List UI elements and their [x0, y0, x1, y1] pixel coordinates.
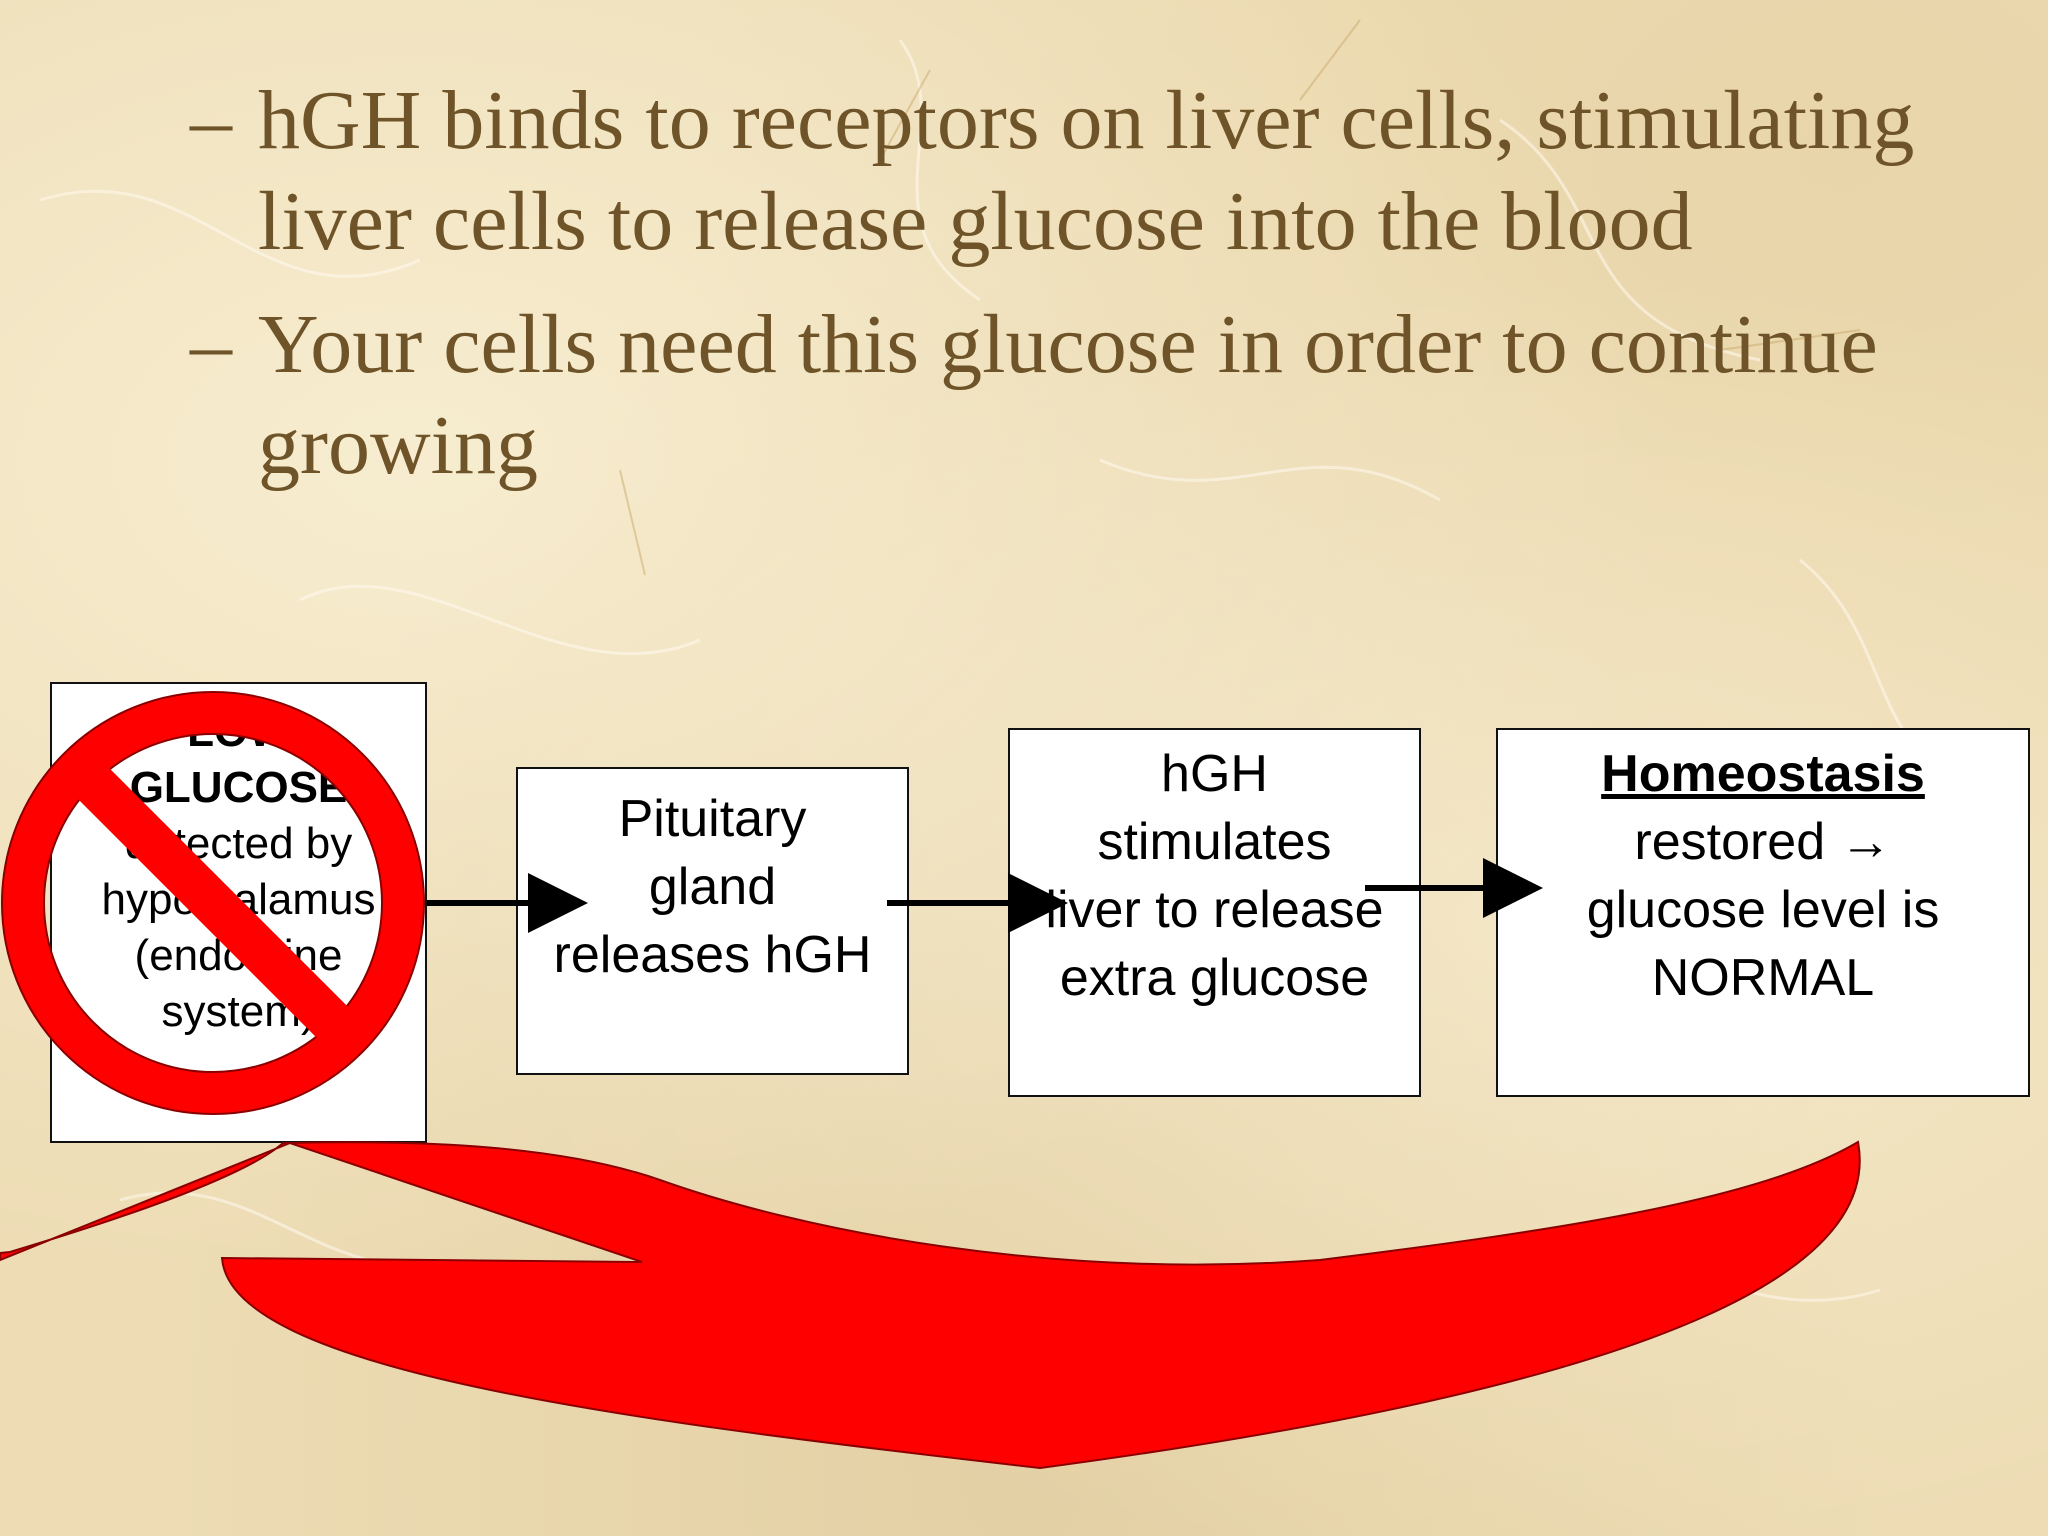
box4-line3: NORMAL: [1651, 949, 1875, 1007]
box3-line3: liver to release: [1045, 881, 1384, 939]
bullet-list: – hGH binds to receptors on liver cells,…: [190, 70, 1990, 518]
box3-line2: stimulates: [1097, 813, 1332, 871]
box2-line1: Pituitary: [618, 790, 807, 848]
bullet-text: Your cells need this glucose in order to…: [258, 298, 1878, 492]
bullet-item: – hGH binds to receptors on liver cells,…: [190, 70, 1990, 272]
box3-line4: extra glucose: [1059, 949, 1370, 1007]
box2-line2: gland: [648, 858, 777, 916]
bullet-dash: –: [190, 298, 232, 391]
flow-arrows: [427, 858, 1543, 933]
box4-line1: restored →: [1634, 813, 1892, 871]
box3-line1: hGH: [1161, 745, 1268, 803]
box4-line2: glucose level is: [1586, 881, 1940, 939]
bullet-text: hGH binds to receptors on liver cells, s…: [258, 74, 1915, 268]
box4-heading: Homeostasis: [1601, 745, 1925, 803]
bullet-dash: –: [190, 74, 232, 167]
box2-line3: releases hGH: [553, 926, 872, 984]
homeostasis-box: Homeostasis restored → glucose level is …: [1496, 728, 2030, 1097]
pituitary-box: Pituitary gland releases hGH: [516, 767, 909, 1075]
bullet-item: – Your cells need this glucose in order …: [190, 294, 1990, 496]
hgh-liver-box: hGH stimulates liver to release extra gl…: [1008, 728, 1421, 1097]
no-entry-icon: [1, 691, 425, 1115]
feedback-arrow-icon: [0, 1140, 1861, 1470]
box1-line2: GLUCOSE: [129, 763, 348, 812]
